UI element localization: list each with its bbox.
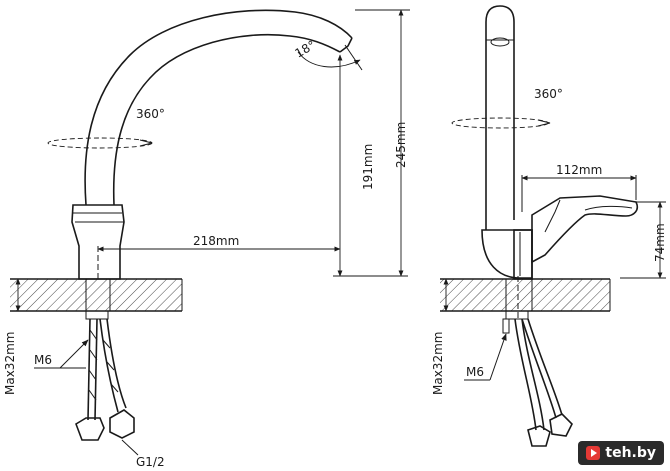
front-rotation-label: 360° (136, 107, 165, 121)
side-countertop (440, 278, 611, 312)
front-faucet-body (71, 9, 353, 312)
side-dim-max32-label: Max32mm (431, 332, 445, 395)
front-hoses (75, 310, 135, 441)
front-dim-245 (355, 9, 410, 277)
side-dim-112-label: 112mm (556, 163, 602, 177)
front-m6-label: M6 (34, 353, 52, 367)
front-m6-arrow (59, 339, 89, 369)
side-dim-112 (521, 175, 637, 212)
watermark-badge: teh.by (578, 441, 664, 465)
front-dim-191-label: 191mm (361, 144, 375, 190)
side-rotation-label: 360° (534, 87, 563, 101)
side-dim-74-label: 74mm (653, 223, 667, 262)
front-rotation-indicator (47, 137, 153, 149)
front-angle-indicator (297, 44, 363, 71)
front-dim-max32-label: Max32mm (3, 332, 17, 395)
side-rotation-indicator (451, 117, 551, 129)
front-countertop (10, 278, 183, 312)
side-view: 360° 112mm 74mm Max32mm M6 (431, 5, 667, 447)
play-icon (586, 446, 601, 460)
side-m6-arrow (489, 333, 507, 381)
front-g12-leader (121, 439, 139, 456)
front-dim-191 (333, 54, 378, 277)
front-dim-245-label: 245mm (394, 122, 408, 168)
side-hoses (502, 310, 573, 447)
side-m6-label: M6 (466, 365, 484, 379)
front-view: 360° 18° 191mm 245mm 218mm Max32mm (3, 9, 410, 469)
front-dim-218-label: 218mm (193, 234, 239, 248)
side-faucet-body (481, 5, 639, 318)
side-dim-74 (620, 201, 666, 279)
watermark-text: teh.by (605, 445, 656, 461)
front-g12-label: G1/2 (136, 455, 165, 469)
